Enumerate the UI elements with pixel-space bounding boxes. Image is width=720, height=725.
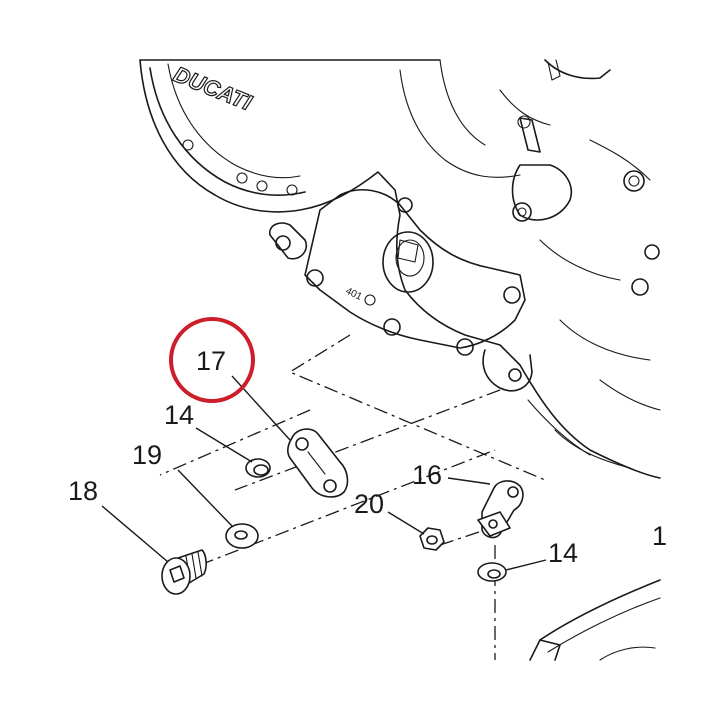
highlight-circle bbox=[169, 317, 255, 403]
part-18-screw[interactable] bbox=[161, 549, 207, 595]
callout-14-lower[interactable]: 14 bbox=[548, 538, 578, 568]
part-16-bracket[interactable] bbox=[477, 480, 524, 539]
part-20-nut[interactable] bbox=[419, 527, 445, 551]
engine-case: 401 bbox=[139, 59, 661, 479]
brand-lettering: DUCATI bbox=[170, 61, 256, 115]
callout-17[interactable]: 17 bbox=[196, 346, 226, 376]
assembly-axes bbox=[159, 334, 546, 660]
callout-18[interactable]: 18 bbox=[68, 476, 98, 506]
part-14-washer-upper[interactable] bbox=[245, 458, 271, 478]
case-stamp: 401 bbox=[344, 286, 364, 303]
leader-lines bbox=[101, 375, 547, 571]
part-17-bracket[interactable] bbox=[287, 428, 349, 498]
callout-20[interactable]: 20 bbox=[354, 489, 384, 519]
callout-labels: 17 14 19 18 16 20 14 1 bbox=[68, 346, 667, 568]
callout-edge-partial[interactable]: 1 bbox=[652, 521, 667, 551]
callout-19[interactable]: 19 bbox=[132, 440, 162, 470]
callout-14-upper[interactable]: 14 bbox=[164, 400, 194, 430]
lower-case-section bbox=[529, 579, 661, 661]
part-14-washer-lower[interactable] bbox=[477, 562, 507, 582]
part-19-washer[interactable] bbox=[225, 523, 259, 549]
callout-16[interactable]: 16 bbox=[412, 460, 442, 490]
